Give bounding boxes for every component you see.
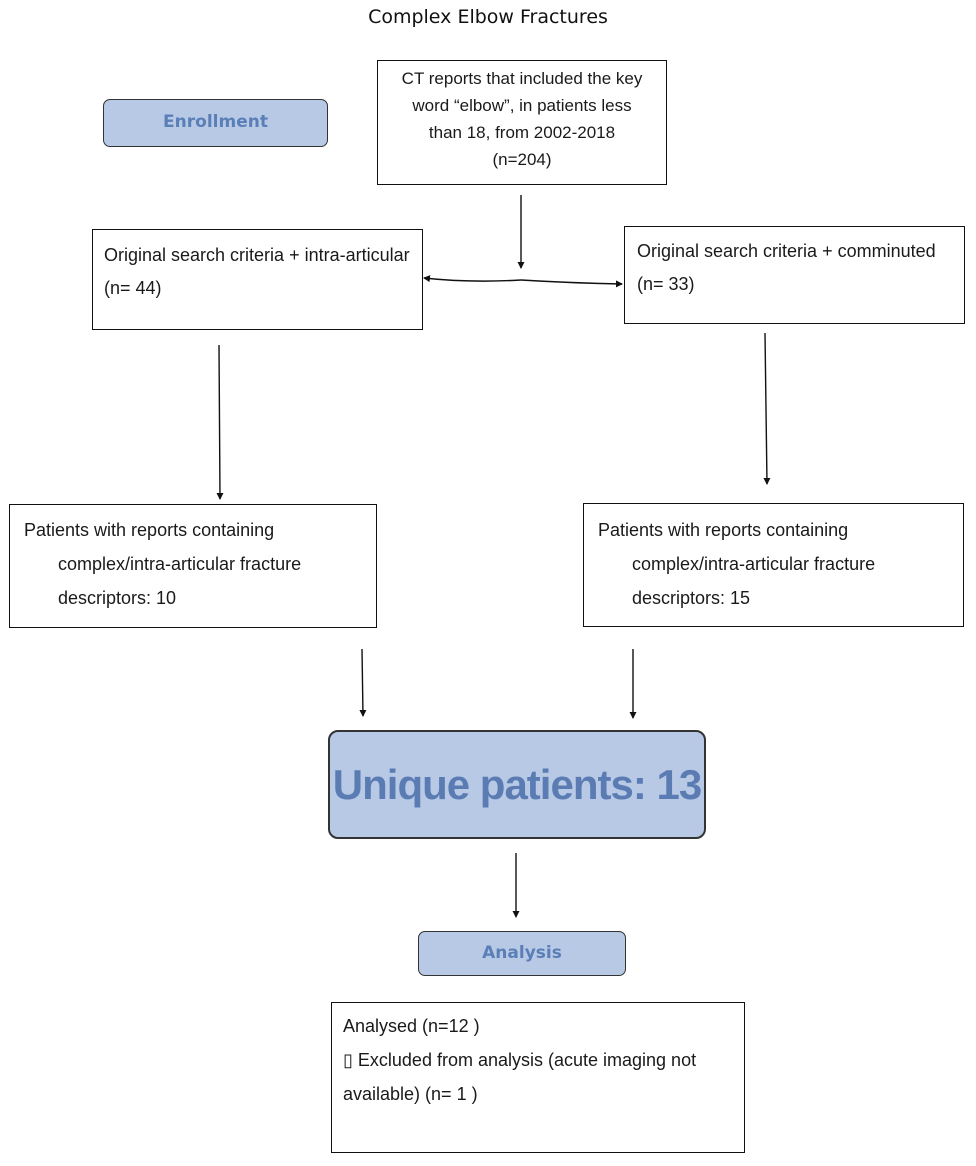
arrow-split-right bbox=[520, 279, 623, 288]
diagram-title: Complex Elbow Fractures bbox=[368, 6, 608, 28]
unique-patients-box: Unique patients: 13 bbox=[328, 730, 706, 839]
enrollment-label-text: Enrollment bbox=[163, 112, 268, 132]
right-patients-line-1: Patients with reports containing bbox=[598, 520, 849, 540]
arrow-intra-to-left-patients bbox=[216, 344, 224, 500]
left-patients-line-2: complex/intra-articular fracture bbox=[58, 554, 302, 574]
analysed-line-2: ▯ Excluded from analysis (acute imaging … bbox=[343, 1050, 697, 1070]
enrollment-label: Enrollment bbox=[103, 99, 328, 147]
analysed-line-1: Analysed (n=12 ) bbox=[343, 1016, 480, 1036]
intra-articular-line-1: Original search criteria + intra-articul… bbox=[104, 245, 410, 265]
comminuted-box: Original search criteria + comminuted (n… bbox=[624, 226, 965, 324]
ct-reports-box: CT reports that included the key word “e… bbox=[377, 60, 667, 185]
right-patients-line-3: descriptors: 15 bbox=[632, 588, 751, 608]
unique-patients-text: Unique patients: 13 bbox=[332, 761, 702, 808]
analysed-box: Analysed (n=12 ) ▯ Excluded from analysi… bbox=[331, 1002, 745, 1153]
arrow-split-left bbox=[423, 275, 522, 283]
left-patients-line-1: Patients with reports containing bbox=[24, 520, 275, 540]
intra-articular-box: Original search criteria + intra-articul… bbox=[92, 229, 423, 330]
left-patients-line-3: descriptors: 10 bbox=[58, 588, 177, 608]
ct-reports-line-2: word “elbow”, in patients less bbox=[412, 96, 632, 115]
left-patients-box: Patients with reports containing complex… bbox=[9, 504, 377, 628]
right-patients-line-2: complex/intra-articular fracture bbox=[632, 554, 876, 574]
arrow-comminuted-to-right-patients bbox=[763, 332, 771, 485]
ct-reports-line-3: than 18, from 2002-2018 bbox=[428, 123, 616, 142]
arrow-left-patients-to-unique bbox=[359, 648, 367, 717]
comminuted-line-2: (n= 33) bbox=[637, 274, 695, 294]
analysis-label: Analysis bbox=[418, 931, 626, 976]
analysed-line-3: available) (n= 1 ) bbox=[343, 1084, 478, 1104]
ct-reports-line-1: CT reports that included the key bbox=[401, 69, 643, 88]
ct-reports-line-4: (n=204) bbox=[492, 150, 552, 169]
intra-articular-line-2: (n= 44) bbox=[104, 278, 162, 298]
comminuted-line-1: Original search criteria + comminuted bbox=[637, 241, 936, 261]
right-patients-box: Patients with reports containing complex… bbox=[583, 503, 964, 627]
analysis-label-text: Analysis bbox=[482, 943, 562, 963]
